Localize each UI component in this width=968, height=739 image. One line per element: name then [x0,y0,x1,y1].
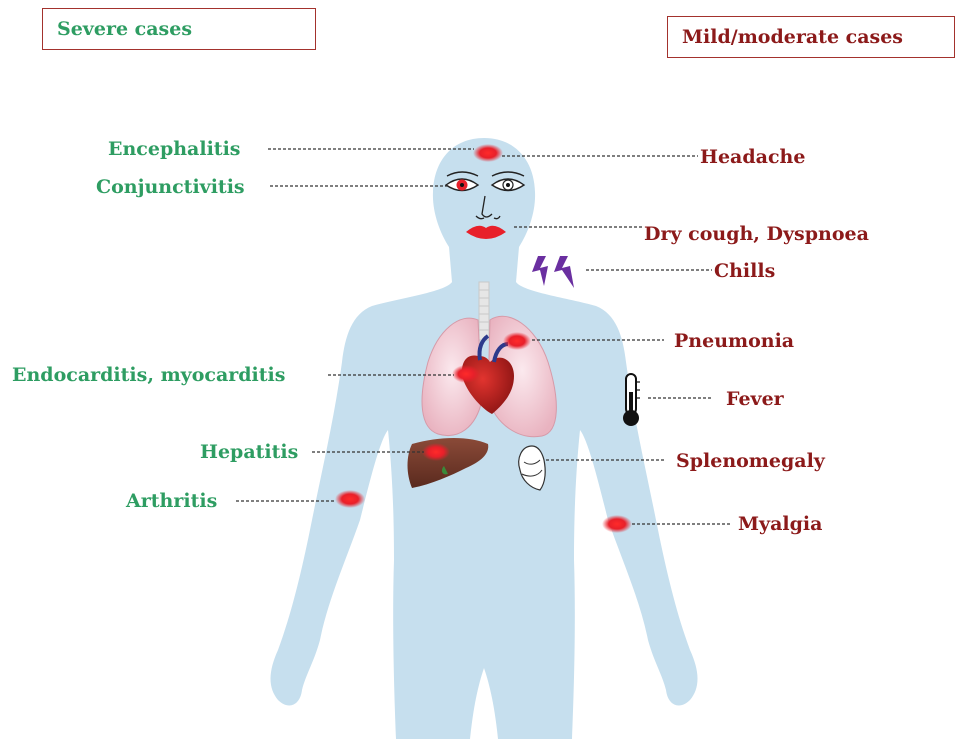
arthritis-spot [335,490,365,508]
pneumonia-spot [503,332,531,350]
label-encephalitis: Encephalitis [108,138,241,160]
myalgia-spot [602,515,632,533]
thermometer-icon [623,374,640,426]
heart-spot [452,365,480,383]
label-chills: Chills [714,260,775,282]
label-fever: Fever [726,388,784,410]
label-conjunctivitis: Conjunctivitis [96,176,245,198]
headache-spot [473,144,503,162]
label-splenomegaly: Splenomegaly [676,450,825,472]
label-pneumonia: Pneumonia [674,330,794,352]
liver-spot [422,443,450,461]
label-myalgia: Myalgia [738,513,822,535]
label-hepatitis: Hepatitis [200,441,298,463]
lightning-icon [532,256,548,286]
label-headache: Headache [700,146,805,168]
lightning-icon [554,256,574,288]
label-arthritis: Arthritis [126,490,217,512]
trachea [479,282,489,340]
label-dry-cough-dyspnoea: Dry cough, Dyspnoea [644,223,869,245]
label-endocarditis-myocarditis: Endocarditis, myocarditis [12,364,285,386]
